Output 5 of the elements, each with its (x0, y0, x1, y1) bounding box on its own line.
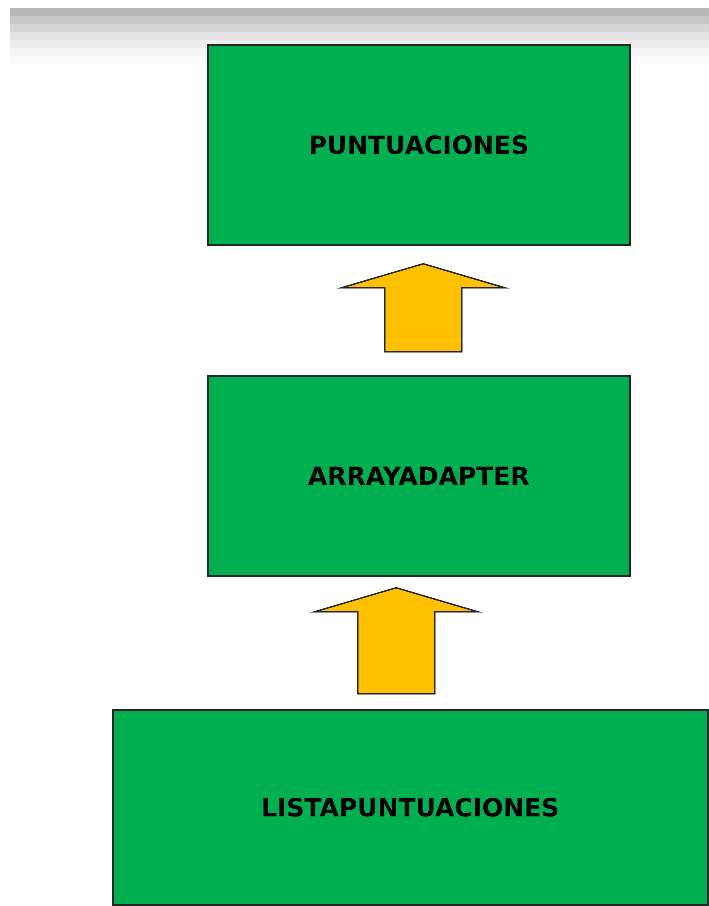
block-arrow (336, 263, 510, 353)
process-box: ARRAYADAPTER (207, 375, 631, 577)
block-arrow (310, 587, 484, 695)
process-box: PUNTUACIONES (207, 44, 631, 246)
process-box: LISTAPUNTUACIONES (112, 709, 709, 906)
